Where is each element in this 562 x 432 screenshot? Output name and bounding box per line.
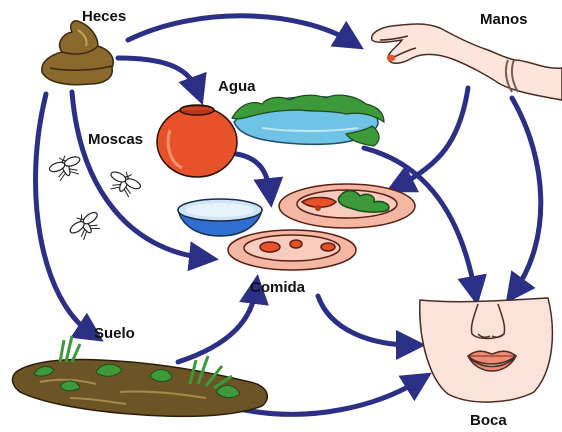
food-plate-icon [228, 230, 356, 270]
fly-icon [66, 207, 105, 243]
arrow-heces-to-agua [118, 58, 198, 92]
label-suelo: Suelo [94, 325, 135, 342]
arrow-heces-to-suelo [36, 94, 92, 334]
label-agua: Agua [218, 78, 256, 95]
label-moscas: Moscas [88, 131, 143, 148]
arrow-manos-to-boca [512, 98, 541, 292]
clay-pot-icon [157, 105, 237, 177]
food-plate-icon [279, 184, 415, 228]
pond-icon [232, 95, 384, 146]
fly-icon [105, 166, 143, 199]
feces-icon [42, 21, 113, 85]
arrow-agua-to-comida [228, 153, 270, 194]
mouth-icon [420, 298, 553, 402]
label-boca: Boca [470, 412, 507, 429]
fly-icon [47, 151, 85, 183]
soil-icon [13, 336, 268, 416]
arrow-suelo-to-comida [178, 288, 256, 362]
label-comida: Comida [250, 279, 305, 296]
arrow-heces-to-manos [128, 16, 352, 42]
water-bowl-icon [178, 199, 262, 236]
label-heces: Heces [82, 8, 126, 25]
label-manos: Manos [480, 11, 528, 28]
arrow-comida-to-boca [318, 296, 412, 345]
